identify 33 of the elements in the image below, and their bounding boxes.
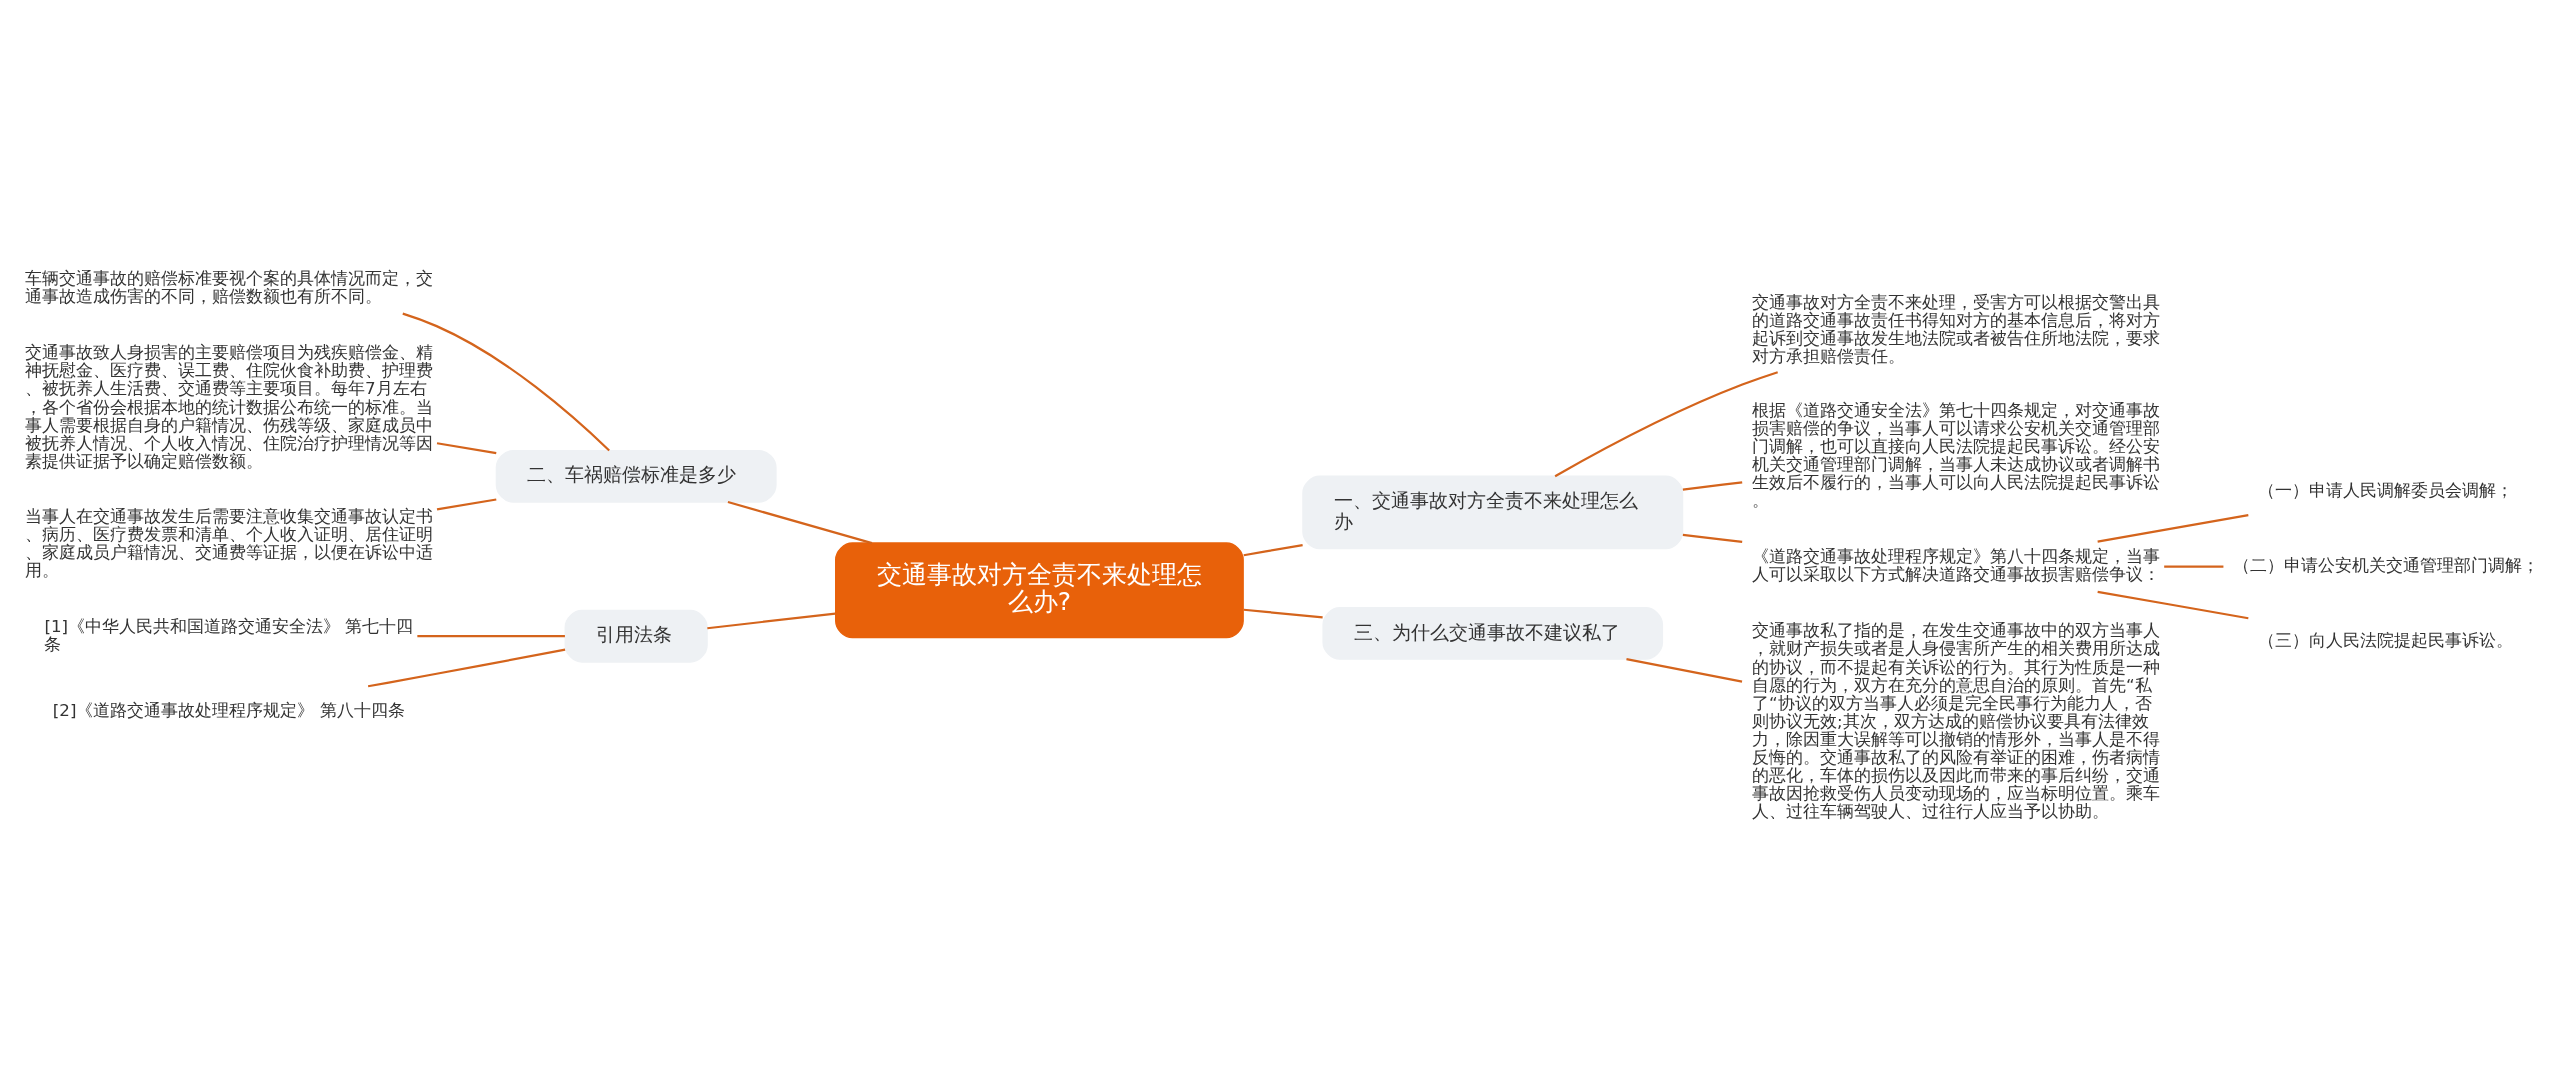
node-text: 交通事故对方全责不来处理，受害方可以根据交警出具的道路交通事故责任书得知对方的基本信息后，将对方起诉到交通事故发生地法院或者被告住所地法院，要求对方承担赔偿责任。 — [1752, 292, 2161, 366]
connector — [367, 648, 566, 687]
node-text: 根据《道路交通安全法》第七十四条规定，对交通事故损害赔偿的争议，当事人可以请求公安机关交通管理部门调解，也可以直接向人民法院提起民事诉讼。经公安机关交通管理部门调解，当事人未达成协议或者调解书生效后不履行的，当事人可以向人民法院提起民事诉讼。 — [1752, 400, 2161, 510]
node-text: （二）申请公安机关交通管理部门调解； — [2233, 555, 2540, 575]
node-text: 交通事故致人身损害的主要赔偿项目为残疾赔偿金、精神抚慰金、医疗费、误工费、住院伙食补助费、护理费、被抚养人生活费、交通费等主要项目。每年7月左右，各个省份会根据本地的统计数据公布统一的标准。当事人需要根据自身的户籍情况、伤残等级、家庭成员中被抚养人情况、个人收入情况、住院治疗护理情况等因素提供证据予以确定赔偿数额。 — [25, 342, 434, 471]
connector — [1682, 533, 1743, 543]
node-text: （一）申请人民调解委员会调解； — [2258, 480, 2514, 500]
connector — [727, 500, 873, 544]
node-text: 车辆交通事故的赔偿标准要视个案的具体情况而定，交通事故造成伤害的不同，赔偿数额也有所不同。 — [25, 268, 434, 306]
node-text: 《道路交通事故处理程序规定》第八十四条规定，当事人可以采取以下方式解决道路交通事故损害赔偿争议： — [1752, 546, 2161, 584]
node-box: 引用法条 — [564, 609, 708, 663]
connector — [1243, 608, 1323, 618]
node-box: 交通事故对方全责不来处理怎么办? — [835, 541, 1244, 638]
connector — [436, 441, 497, 454]
node-text: 当事人在交通事故发生后需要注意收集交通事故认定书、病历、医疗费发票和清单、个人收入证明、居住证明、家庭成员户籍情况、交通费等证据，以便在诉讼中适用。 — [25, 506, 434, 580]
connector — [436, 497, 497, 510]
connector — [707, 611, 836, 629]
connector — [1682, 480, 1743, 491]
node-box: 一、交通事故对方全责不来处理怎么办 — [1302, 475, 1684, 549]
node-text: [1]《中华人民共和国道路交通安全法》 第七十四条 — [44, 616, 414, 654]
connector — [417, 634, 565, 637]
connector — [402, 312, 610, 451]
connector — [2097, 590, 2249, 619]
connector — [1626, 657, 1743, 683]
connector — [1554, 370, 1779, 477]
node-box: 二、车祸赔偿标准是多少 — [495, 449, 777, 503]
connector — [2097, 513, 2249, 543]
connector — [1243, 543, 1303, 556]
node-text: 交通事故私了指的是，在发生交通事故中的双方当事人，就财产损失或者是人身侵害所产生的相关费用所达成的协议，而不提起有关诉讼的行为。其行为性质是一种自愿的行为，双方在充分的意思自治的原则。首先“私了“协议的双方当事人必须是完全民事行为能力人，否则协议无效;其次，双方达成的赔偿协议要具有法律效力，除因重大误解等可以撤销的情形外，当事人是不得反悔的。交通事故私了的风险有举证的困难，伤者病情的恶化，车体的损伤以及因此而带来的事后纠纷，交通事故因抢救受伤人员变动现场的，应当标明位置。乘车人、过往车辆驾驶人、过往行人应当予以协助。 — [1752, 620, 2161, 821]
connector — [2164, 565, 2224, 568]
node-box: 三、为什么交通事故不建议私了 — [1322, 606, 1664, 660]
node-text: [2]《道路交通事故处理程序规定》 第八十四条 — [52, 700, 405, 720]
node-text: （三）向人民法院提起民事诉讼。 — [2258, 630, 2514, 650]
